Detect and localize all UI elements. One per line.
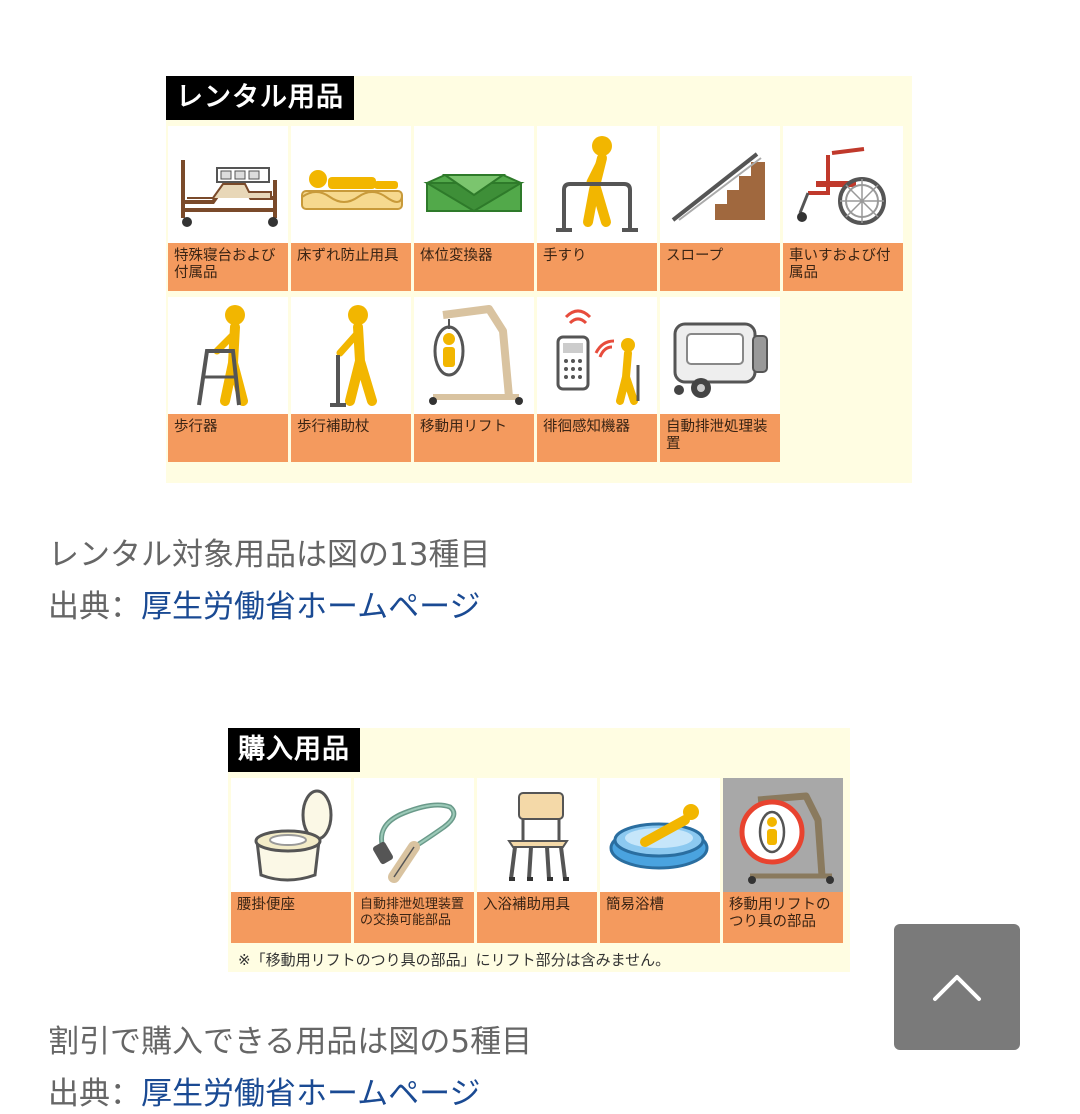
handrail-icon xyxy=(556,135,638,232)
rental-item-patient-lift: 移動用リフト xyxy=(414,297,534,465)
rental-item-walker: 歩行器 xyxy=(168,297,288,465)
rental-item-label: 床ずれ防止用具 xyxy=(291,243,411,291)
purchase-item-label: 入浴補助用具 xyxy=(477,892,597,943)
rental-item-auto-excretion-device: 自動排泄処理装置 xyxy=(660,297,780,465)
rental-item-bed: 特殊寝台および付属品 xyxy=(168,126,288,294)
rental-item-label: スロープ xyxy=(660,243,780,291)
scroll-to-top-button[interactable] xyxy=(894,924,1020,1050)
rental-item-wandering-sensor: 徘徊感知機器 xyxy=(537,297,657,465)
walker-icon xyxy=(197,304,248,406)
purchase-item-portable-bathtub: 簡易浴槽 xyxy=(600,778,720,946)
purchase-caption: 割引で購入できる用品は図の5種目 xyxy=(48,1024,533,1060)
rental-item-cane: 歩行補助杖 xyxy=(291,297,411,465)
rental-item-label: 車いすおよび付属品 xyxy=(783,243,903,291)
rental-item-label: 徘徊感知機器 xyxy=(537,414,657,462)
purchase-item-label: 簡易浴槽 xyxy=(600,892,720,943)
purchase-grid: 腰掛便座 自動排泄処理装置の交換可能部品 xyxy=(231,778,843,946)
rental-item-positioning-device: 体位変換器 xyxy=(414,126,534,294)
mattress-icon xyxy=(301,169,403,210)
rental-source: 出典：厚生労働省ホームページ xyxy=(48,587,480,627)
slope-icon xyxy=(671,151,765,222)
purchase-item-label: 腰掛便座 xyxy=(231,892,351,943)
chevron-up-icon xyxy=(933,975,981,1001)
patient-lift-icon xyxy=(429,304,523,405)
wandering-sensor-icon xyxy=(556,309,640,405)
source-prefix: 出典： xyxy=(48,1076,141,1112)
cane-icon xyxy=(330,304,377,407)
rental-item-slope: スロープ xyxy=(660,126,780,294)
rental-figure: レンタル用品 特殊寝台および付属品 xyxy=(166,76,912,483)
positioning-cushion-icon xyxy=(423,173,525,212)
rental-item-mattress: 床ずれ防止用具 xyxy=(291,126,411,294)
toilet-seat-icon xyxy=(254,789,333,882)
purchase-item-label: 自動排泄処理装置の交換可能部品 xyxy=(354,892,474,943)
purchase-source: 出典：厚生労働省ホームページ xyxy=(48,1074,480,1114)
lift-sling-icon xyxy=(739,792,834,884)
rental-item-handrail: 手すり xyxy=(537,126,657,294)
bed-icon xyxy=(181,159,278,227)
auto-excretion-device-icon xyxy=(673,322,768,398)
bath-chair-icon xyxy=(507,792,569,881)
rental-grid: 特殊寝台および付属品 床ずれ防止用具 xyxy=(168,126,903,465)
rental-item-label: 体位変換器 xyxy=(414,243,534,291)
purchase-title: 購入用品 xyxy=(228,728,360,772)
purchase-figure: 購入用品 腰掛便座 xyxy=(228,728,850,972)
source-prefix: 出典： xyxy=(48,589,141,625)
purchase-item-lift-sling: 移動用リフトのつり具の部品 xyxy=(723,778,843,946)
source-link[interactable]: 厚生労働省ホームページ xyxy=(141,1076,481,1112)
rental-item-label: 歩行器 xyxy=(168,414,288,462)
wheelchair-icon xyxy=(797,146,886,225)
purchase-item-toilet-seat: 腰掛便座 xyxy=(231,778,351,946)
purchase-item-bath-chair: 入浴補助用具 xyxy=(477,778,597,946)
purchase-item-label: 移動用リフトのつり具の部品 xyxy=(723,892,843,943)
rental-item-label: 歩行補助杖 xyxy=(291,414,411,462)
purchase-item-replacement-parts: 自動排泄処理装置の交換可能部品 xyxy=(354,778,474,946)
rental-item-label: 自動排泄処理装置 xyxy=(660,414,780,462)
rental-item-label: 手すり xyxy=(537,243,657,291)
portable-bathtub-icon xyxy=(609,804,709,870)
purchase-note: ※「移動用リフトのつり具の部品」にリフト部分は含みません。 xyxy=(238,951,671,969)
source-link[interactable]: 厚生労働省ホームページ xyxy=(141,589,481,625)
rental-item-wheelchair: 車いすおよび付属品 xyxy=(783,126,903,294)
rental-title: レンタル用品 xyxy=(166,76,354,120)
replacement-parts-icon xyxy=(373,802,457,883)
rental-item-label: 移動用リフト xyxy=(414,414,534,462)
rental-item-label: 特殊寝台および付属品 xyxy=(168,243,288,291)
rental-caption: レンタル対象用品は図の13種目 xyxy=(48,537,491,573)
